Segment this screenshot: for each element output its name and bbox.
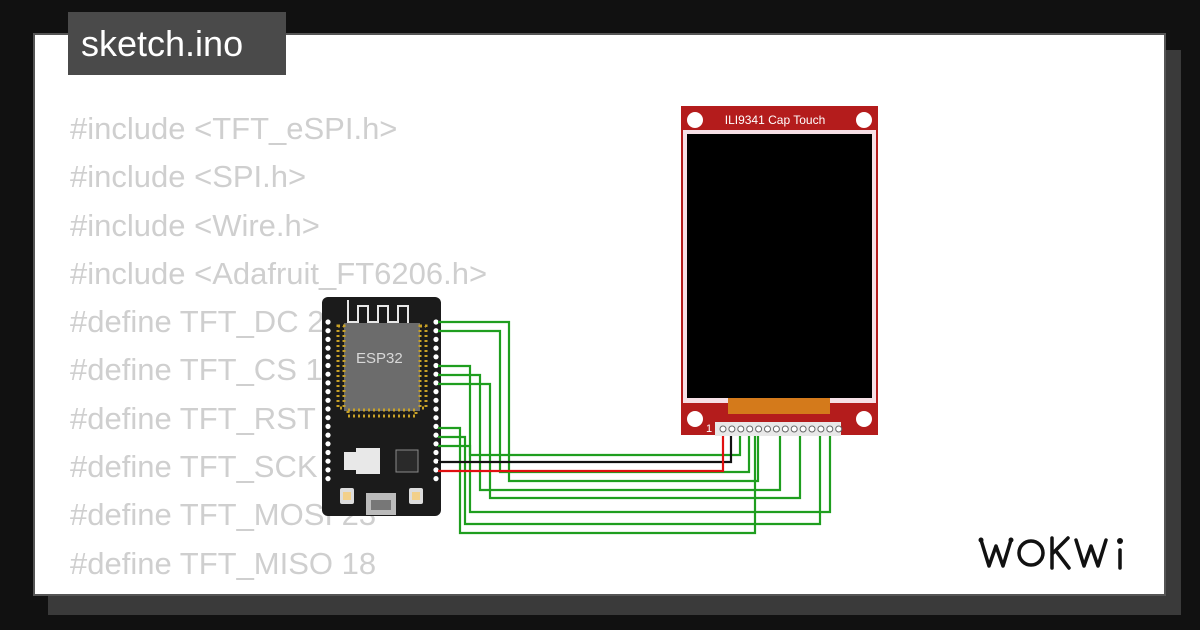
esp32-pin — [433, 345, 439, 351]
display-pin — [764, 425, 771, 433]
esp32-pin — [433, 389, 439, 395]
display-title: ILI9341 Cap Touch — [725, 113, 826, 127]
esp32-pin — [433, 380, 439, 386]
wire — [438, 426, 757, 535]
esp32-pin — [325, 345, 331, 351]
esp32-pin — [325, 336, 331, 342]
display-pin — [772, 425, 780, 433]
esp32-pin — [325, 371, 331, 377]
display-pin — [817, 425, 825, 433]
esp32-pin — [433, 467, 439, 473]
esp32-pin — [325, 449, 331, 456]
esp32-pin — [325, 354, 331, 360]
esp32-pin — [325, 423, 331, 429]
project-card: #include <TFT_eSPI.h> #include <SPI.h> #… — [33, 33, 1166, 596]
esp32-pin — [433, 328, 439, 334]
code-line: #define TFT_MISO 18 — [70, 545, 377, 581]
code-line: #define TFT_RST 4 — [70, 400, 342, 436]
esp32-pin — [433, 371, 439, 377]
code-line: #include <TFT_eSPI.h> — [70, 111, 398, 146]
display-pin — [719, 425, 727, 433]
code-line: #include <Adafruit_FT6206.h> — [70, 255, 488, 291]
esp32-pin — [433, 336, 439, 342]
esp32-pin — [325, 389, 331, 395]
esp32-pin — [325, 415, 331, 421]
esp32-pin — [325, 476, 331, 482]
mount-hole — [687, 411, 703, 427]
esp32-board[interactable]: ESP32 — [322, 297, 441, 516]
code-preview: #include <TFT_eSPI.h> #include <SPI.h> #… — [70, 105, 488, 595]
mount-hole — [687, 112, 703, 128]
code-line: #include <Wire.h> — [70, 207, 320, 243]
esp32-pin — [325, 432, 331, 438]
wire — [438, 432, 725, 473]
wire — [438, 382, 802, 500]
esp32-pin — [325, 380, 331, 386]
display-pin — [835, 425, 843, 433]
wokwi-logo — [978, 536, 1123, 570]
esp32-pin — [325, 458, 331, 464]
wire — [438, 432, 733, 464]
code-line: #define TFT_SCK 18 — [70, 449, 361, 485]
display-pin — [799, 425, 807, 433]
esp32-pin — [325, 406, 331, 412]
code-line: #define TFT_SCL 22 — [70, 588, 487, 595]
esp32-pin — [433, 458, 439, 464]
display-pin — [790, 425, 798, 433]
display-pin — [746, 425, 754, 433]
esp32-pin — [433, 476, 439, 482]
esp32-right-pins — [433, 319, 439, 482]
code-line: #define TFT_DC 2 — [70, 304, 325, 340]
display-pin — [781, 425, 789, 433]
wire — [438, 320, 760, 483]
display-header-pins — [715, 422, 843, 436]
esp32-pin — [325, 319, 331, 325]
wire — [438, 432, 832, 514]
display-pin — [808, 425, 816, 433]
display-pin — [737, 425, 745, 433]
display-pin — [755, 425, 763, 433]
esp32-pin — [325, 467, 331, 473]
wire — [438, 373, 782, 492]
wire-group[interactable] — [438, 320, 832, 535]
esp32-pin — [433, 423, 439, 429]
display-pin — [826, 425, 834, 433]
wire — [438, 432, 822, 526]
esp32-pin — [325, 362, 331, 369]
esp32-pin — [433, 432, 439, 438]
esp32-pin — [325, 441, 331, 447]
mount-hole — [856, 411, 872, 427]
pin-one-label: 1 — [706, 423, 712, 435]
esp32-pin — [433, 354, 439, 360]
file-tab[interactable]: sketch.ino — [68, 12, 286, 75]
esp32-pin — [433, 415, 439, 421]
code-line: #include <SPI.h> — [70, 159, 307, 195]
esp32-pin — [433, 362, 439, 369]
mount-hole — [856, 112, 872, 128]
esp32-pin — [325, 328, 331, 334]
esp32-pin — [433, 441, 439, 447]
esp32-label: ESP32 — [356, 350, 403, 367]
esp32-left-pins — [325, 319, 331, 482]
display-pin — [728, 425, 736, 433]
code-line: #define TFT_CS 15 — [70, 352, 340, 388]
ili9341-display[interactable]: ILI9341 Cap Touch 1 — [681, 106, 878, 436]
esp32-pin — [433, 397, 439, 403]
esp32-pin — [433, 406, 439, 412]
esp32-pin — [433, 449, 439, 456]
esp32-pin — [325, 397, 331, 403]
esp32-pin — [433, 319, 439, 325]
